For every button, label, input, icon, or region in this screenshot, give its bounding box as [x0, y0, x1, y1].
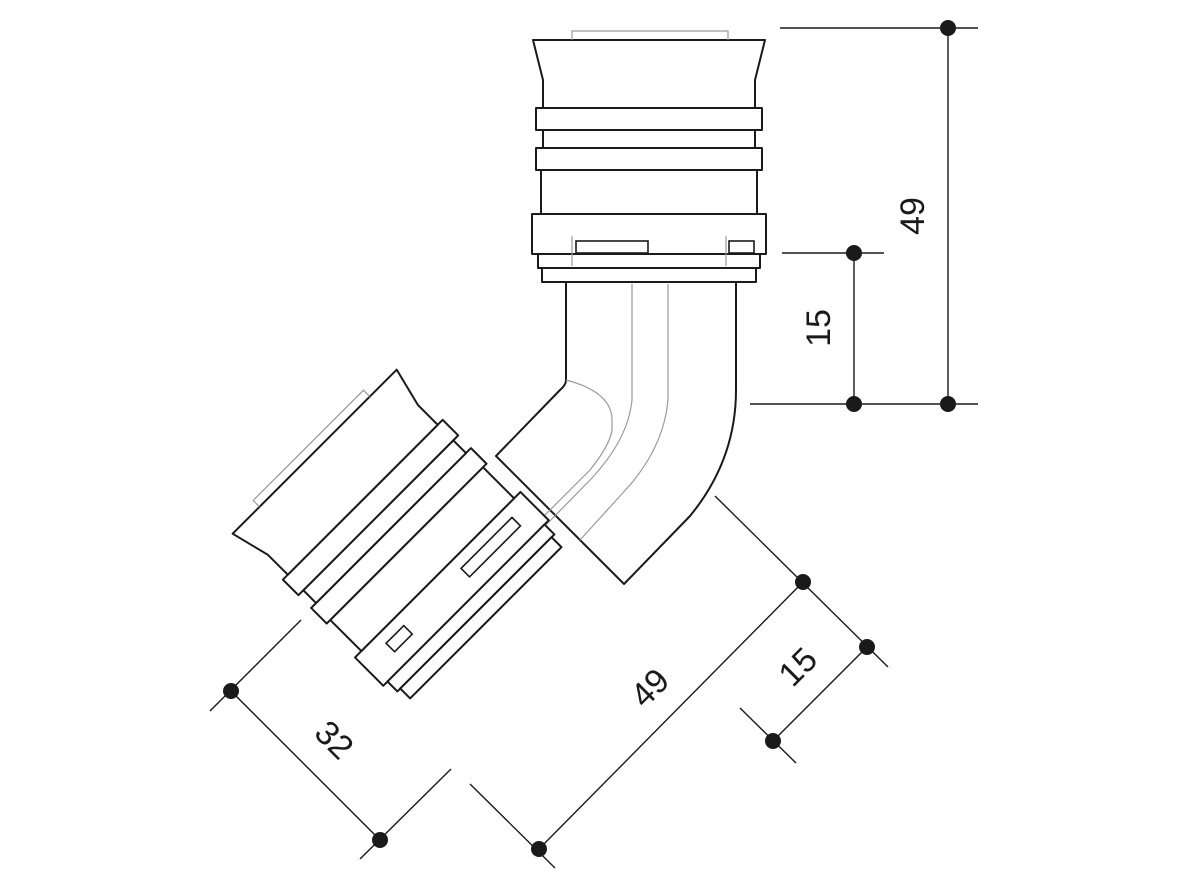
dimension-label-bottom-49: 49: [623, 661, 677, 715]
elbow-body: [495, 281, 737, 585]
dimension-label-top-15: 15: [800, 309, 838, 347]
bottom-connector: [231, 368, 563, 700]
dimension-label-bottom-15: 15: [771, 640, 825, 694]
dimension-top-49: 49: [750, 20, 978, 412]
dimension-label-top-49: 49: [894, 197, 932, 235]
dimension-bottom-15: 15: [739, 639, 875, 764]
dimension-top-15: 15: [782, 245, 884, 412]
dimension-label-diameter-32: 32: [307, 713, 361, 767]
top-connector: [531, 30, 767, 283]
